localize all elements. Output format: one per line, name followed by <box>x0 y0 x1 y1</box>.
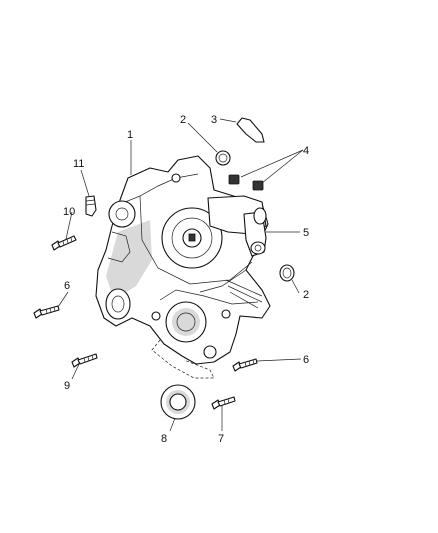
callout-10: 10 <box>63 206 75 218</box>
callout-7: 7 <box>218 433 224 445</box>
callout-8: 8 <box>161 433 167 445</box>
seal-ring-right <box>279 264 295 282</box>
callout-1: 1 <box>127 129 133 141</box>
callout-9: 9 <box>64 380 70 392</box>
timing-cover <box>95 155 271 365</box>
bolt-7 <box>211 396 236 410</box>
bolt-6-right <box>232 358 258 372</box>
crankshaft-seal <box>160 384 196 420</box>
o-ring-gasket <box>236 117 265 143</box>
sensor <box>85 195 97 217</box>
callout-2-upper: 2 <box>180 114 186 126</box>
seal-ring-upper <box>215 150 231 166</box>
callout-11: 11 <box>73 158 84 170</box>
plug-left <box>228 174 240 185</box>
bolt-10 <box>51 235 77 251</box>
plug-right <box>252 180 264 191</box>
callout-5: 5 <box>303 227 309 239</box>
gasket-outline <box>151 339 215 379</box>
callout-3: 3 <box>211 114 217 126</box>
callout-labels: 1 2 3 4 5 2 11 10 6 6 9 7 8 <box>63 114 309 445</box>
callout-6-left: 6 <box>64 280 70 292</box>
bolt-9 <box>71 353 98 368</box>
callout-2-right: 2 <box>303 289 309 301</box>
bolt-6-left <box>33 305 60 319</box>
callout-4: 4 <box>303 145 309 157</box>
leader-lines <box>57 118 304 432</box>
callout-6-right: 6 <box>303 354 309 366</box>
